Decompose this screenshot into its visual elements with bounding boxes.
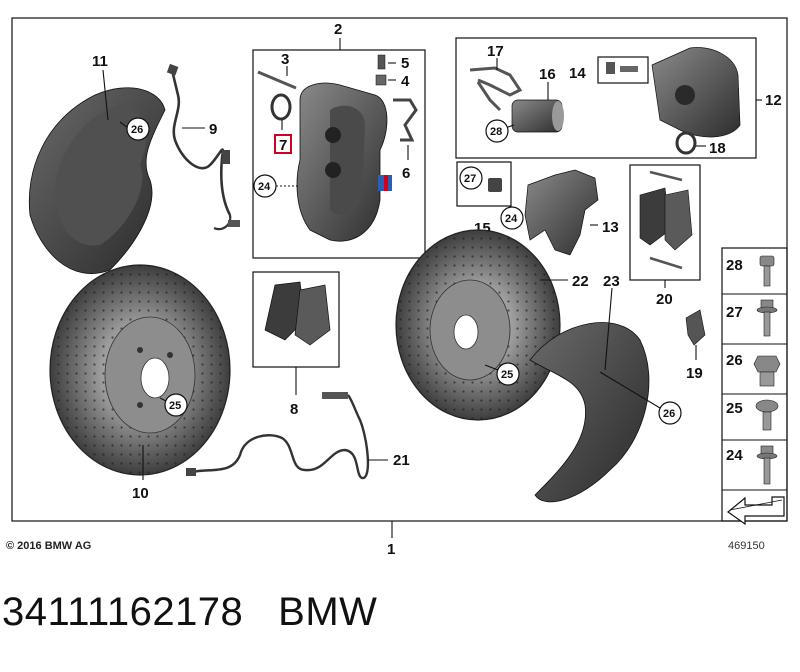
legend-num-27: 27 — [726, 304, 743, 321]
callout-20: 20 — [656, 291, 673, 308]
circled-callout-28a: 28 — [485, 119, 515, 143]
brake-caliper-front — [296, 82, 392, 242]
callout-14: 14 — [569, 65, 586, 82]
callout-2: 2 — [334, 21, 342, 38]
wear-sensor-21 — [186, 392, 370, 480]
document-number: 469150 — [728, 540, 765, 552]
callout-8: 8 — [290, 401, 298, 418]
legend-num-24: 24 — [726, 447, 743, 464]
copyright-notice: © 2016 BMW AG — [6, 540, 92, 552]
direction-arrow-icon — [727, 496, 785, 526]
bolt-legend: 28 27 26 25 24 — [721, 247, 788, 526]
bleed-valve-5 — [377, 54, 386, 70]
legend-num-26: 26 — [726, 352, 743, 369]
rear-caliper-box-12 — [455, 37, 757, 159]
callout-22: 22 — [572, 273, 589, 290]
callout-13: 13 — [602, 219, 619, 236]
callout-6: 6 — [402, 165, 410, 182]
callout-18: 18 — [709, 140, 726, 157]
svg-text:25: 25 — [501, 369, 513, 381]
svg-text:24: 24 — [258, 181, 271, 193]
callout-21: 21 — [393, 452, 410, 469]
guide-pin-3 — [257, 70, 297, 90]
electric-motor-16 — [511, 99, 564, 133]
svg-text:28: 28 — [490, 126, 502, 138]
spring-clip-6 — [393, 98, 418, 142]
circled-callout-26a: 26 — [119, 117, 150, 141]
callout-4: 4 — [401, 73, 410, 90]
flange-bolt-icon — [756, 299, 778, 337]
circled-callout-24b: 24 — [500, 206, 524, 230]
circled-callout-25a: 25 — [159, 393, 188, 417]
callout-5: 5 — [401, 55, 409, 72]
callout-7: 7 — [279, 137, 287, 154]
callout-12: 12 — [765, 92, 782, 109]
circled-callout-27a: 27 — [459, 166, 483, 190]
brake-disc-22 — [395, 229, 561, 421]
guide-bolts-14 — [606, 62, 638, 74]
part-number-caption: 34111162178 BMW — [2, 590, 378, 634]
legend-num-28: 28 — [726, 257, 743, 274]
bushing-box-15 — [456, 161, 512, 207]
callout-19: 19 — [686, 365, 703, 382]
callout-9: 9 — [209, 121, 217, 138]
rear-brake-pads — [639, 170, 693, 270]
svg-text:26: 26 — [131, 124, 143, 136]
callout-17: 17 — [487, 43, 504, 60]
svg-text:27: 27 — [464, 173, 476, 185]
torx-bolt-icon — [755, 399, 779, 431]
highlight-box-7 — [274, 134, 292, 154]
callout-16: 16 — [539, 66, 556, 83]
legend-num-25: 25 — [726, 400, 743, 417]
circled-callout-24a: 24 — [253, 174, 298, 198]
bolt-box-14 — [597, 56, 649, 84]
dust-cap-4 — [375, 74, 387, 86]
seal-ring-18 — [675, 131, 697, 155]
hex-bolt-icon — [753, 355, 781, 387]
svg-text:26: 26 — [663, 408, 675, 420]
bushing-15 — [488, 178, 502, 192]
caliper-carrier-13 — [524, 169, 599, 256]
svg-text:24: 24 — [505, 213, 518, 225]
circled-callout-26b: 26 — [599, 371, 682, 425]
caliper-box-2 — [252, 49, 426, 259]
rear-caliper — [651, 47, 741, 138]
svg-text:25: 25 — [169, 400, 181, 412]
hex-socket-bolt-icon — [759, 255, 775, 287]
dust-shield-23 — [529, 322, 650, 503]
hex-flange-bolt-icon — [756, 445, 778, 485]
callout-10: 10 — [132, 485, 149, 502]
brake-pads-front — [264, 281, 331, 346]
brake-disc-10 — [49, 264, 231, 476]
dust-shield-11 — [28, 87, 166, 274]
callout-11: 11 — [92, 53, 108, 70]
clip-19 — [685, 309, 706, 346]
callout-23: 23 — [603, 273, 620, 290]
seal-ring-7 — [270, 93, 292, 121]
callout-1: 1 — [387, 541, 395, 558]
callout-3: 3 — [281, 51, 289, 68]
wear-sensor-9 — [166, 63, 240, 231]
bracket-17 — [469, 66, 523, 112]
circled-callout-25b: 25 — [484, 362, 520, 386]
